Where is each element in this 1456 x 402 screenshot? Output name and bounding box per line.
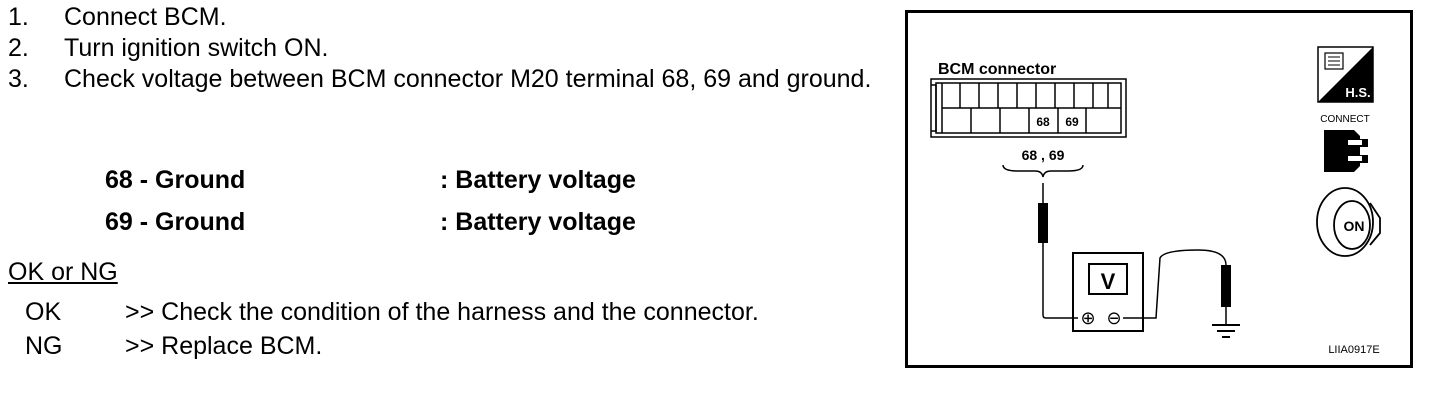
voltmeter (1072, 252, 1144, 332)
ignition-key-icon (1316, 187, 1381, 257)
ok-ng-heading: OK or NG (8, 258, 118, 286)
terminal-68-label: 68 (1036, 115, 1050, 129)
step-number: 3. (8, 65, 29, 93)
step-text: Connect BCM. (64, 3, 227, 31)
step-number: 2. (8, 34, 29, 62)
ignition-on-label: ON (1344, 218, 1365, 234)
wiring-figure: BCM connector 68 69 (905, 10, 1413, 368)
procedure-step: 2. Turn ignition switch ON. (8, 33, 888, 64)
figure-code: LIIA0917E (1328, 344, 1379, 356)
step-number: 1. (8, 3, 29, 31)
ground-probe (1123, 249, 1231, 325)
connector-label: BCM connector (938, 61, 1056, 78)
ground-icon (1212, 324, 1240, 338)
procedure-steps: 1. Connect BCM. 2. Turn ignition switch … (8, 2, 888, 95)
spec-value: : Battery voltage (440, 166, 636, 194)
procedure-step: 1. Connect BCM. (8, 2, 888, 33)
minus-terminal-symbol: ⊖ (1106, 308, 1121, 329)
procedure-step: 3. Check voltage between BCM connector M… (8, 64, 888, 95)
hs-label: H.S. (1345, 85, 1370, 100)
plus-terminal-symbol: ⊕ (1080, 308, 1095, 329)
voltmeter-label: V (1101, 269, 1116, 294)
spec-value: : Battery voltage (440, 208, 636, 236)
hs-icon (1317, 46, 1374, 103)
result-ok: OK >> Check the condition of the harness … (25, 298, 759, 327)
spec-label: 69 - Ground (105, 208, 246, 236)
spec-label: 68 - Ground (105, 166, 246, 194)
step-text: Check voltage between BCM connector M20 … (64, 65, 872, 93)
terminal-69-label: 69 (1065, 115, 1079, 129)
figure-svg: BCM connector 68 69 (930, 46, 1381, 356)
terminal-pair-label: 68 , 69 (1022, 147, 1065, 163)
step-text: Turn ignition switch ON. (64, 34, 329, 62)
result-key: NG (25, 332, 63, 360)
positive-probe (1038, 183, 1078, 319)
connect-label: CONNECT (1320, 114, 1369, 125)
connector-plug-icon (1324, 130, 1368, 172)
result-text: >> Check the condition of the harness an… (125, 298, 759, 326)
result-ng: NG >> Replace BCM. (25, 332, 322, 361)
terminal-brace (1002, 164, 1084, 178)
bcm-connector (930, 78, 1127, 138)
result-key: OK (25, 298, 62, 326)
result-text: >> Replace BCM. (125, 332, 323, 360)
